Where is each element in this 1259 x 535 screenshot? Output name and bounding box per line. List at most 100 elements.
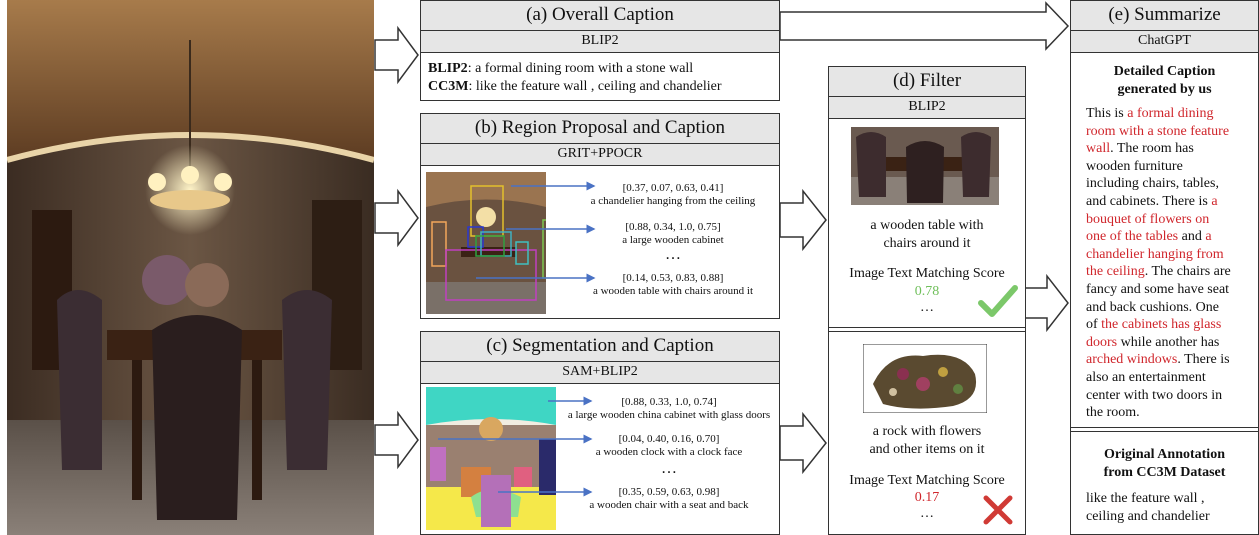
caption-line: the ceiling. The chairs are	[1086, 263, 1254, 281]
heading-line: from CC3M Dataset	[1103, 465, 1226, 480]
caption-text: including chairs, tables,	[1086, 176, 1219, 192]
filter-caption-line: chairs around it	[883, 236, 971, 251]
region-item-1: [0.37, 0.07, 0.63, 0.41] a chandelier ha…	[578, 182, 768, 208]
segment-pointer-arrows	[438, 396, 593, 497]
filter-caption-accepted: a wooden table with chairs around it	[830, 217, 1024, 253]
detailed-caption-heading: Detailed Caption generated by us	[1072, 63, 1257, 99]
caption-text: fancy and some have seat	[1086, 281, 1230, 297]
caption-text: and	[1178, 229, 1206, 245]
heading-line: Original Annotation	[1104, 447, 1225, 462]
caption-line: also an entertainment	[1086, 369, 1254, 387]
caption-line: fancy and some have seat	[1086, 281, 1254, 299]
cc3m-label: CC3M	[428, 79, 469, 94]
caption-text: and back cushions. One	[1086, 299, 1219, 315]
caption-line: including chairs, tables,	[1086, 175, 1254, 193]
segmentation-thumbnail	[426, 387, 556, 530]
caption-line: bouquet of flowers on	[1086, 211, 1254, 229]
region-bbox: [0.37, 0.07, 0.63, 0.41]	[622, 182, 724, 194]
segment-item-1: [0.88, 0.33, 1.0, 0.74] a large wooden c…	[560, 396, 778, 422]
heading-line: generated by us	[1117, 82, 1212, 97]
itm-score-accepted: 0.78	[914, 284, 940, 299]
highlighted-phrase: wall	[1086, 141, 1111, 157]
cc3m-caption: : like the feature wall , ceiling and ch…	[468, 79, 722, 94]
highlighted-phrase: bouquet of flowers on	[1086, 211, 1210, 227]
segment-bbox: [0.35, 0.59, 0.63, 0.98]	[618, 486, 720, 498]
caption-line: and back cushions. One	[1086, 299, 1254, 317]
region-ellipsis: …	[665, 246, 681, 263]
segment-bbox: [0.88, 0.33, 1.0, 0.74]	[621, 396, 717, 408]
segment-caption: a wooden clock with a clock face	[595, 446, 743, 458]
caption-text: while another has	[1117, 334, 1220, 350]
dining-room-photo	[7, 0, 374, 535]
caption-line: and cabinets. There is a	[1086, 193, 1254, 211]
original-annotation-heading: Original Annotation from CC3M Dataset	[1072, 446, 1257, 482]
highlighted-phrase: a	[1205, 229, 1212, 245]
caption-line: the room.	[1086, 404, 1254, 422]
arrow-photo-to-c	[374, 410, 419, 470]
caption-line: chandelier hanging from	[1086, 246, 1254, 264]
caption-text: the room.	[1086, 405, 1140, 421]
original-line: ceiling and chandelier	[1086, 509, 1210, 524]
highlighted-phrase: chandelier hanging from	[1086, 246, 1224, 262]
caption-line: room with a stone feature	[1086, 123, 1254, 141]
cross-icon	[983, 495, 1013, 525]
panel-c-model: SAM+BLIP2	[421, 362, 779, 384]
arrow-photo-to-b	[374, 188, 419, 248]
caption-text: also an entertainment	[1086, 369, 1206, 385]
caption-line: wooden furniture	[1086, 158, 1254, 176]
highlighted-phrase: arched windows	[1086, 352, 1178, 368]
region-item-3: [0.14, 0.53, 0.83, 0.88] a wooden table …	[578, 272, 768, 298]
highlighted-phrase: doors	[1086, 334, 1118, 350]
region-bbox: [0.88, 0.34, 1.0, 0.75]	[625, 221, 721, 233]
accepted-ellipsis: …	[920, 300, 934, 315]
arrow-a-to-e	[779, 1, 1070, 51]
caption-line: one of the tables and a	[1086, 228, 1254, 246]
caption-text: center with two doors in	[1086, 387, 1223, 403]
itm-score-rejected: 0.17	[914, 490, 940, 505]
caption-text: This is	[1086, 106, 1128, 121]
highlighted-phrase: one of the tables	[1086, 229, 1179, 245]
caption-text: wooden furniture	[1086, 158, 1183, 174]
summary-divider	[1070, 427, 1259, 432]
panel-a-title: (a) Overall Caption	[421, 1, 779, 31]
arrow-c-to-d	[779, 411, 827, 475]
panel-d-title: (d) Filter	[829, 67, 1025, 97]
caption-text: . The chairs are	[1144, 264, 1231, 280]
caption-line: center with two doors in	[1086, 387, 1254, 405]
itm-score-label-accepted: Image Text Matching Score	[849, 266, 1005, 281]
filter-caption-line: and other items on it	[869, 442, 985, 457]
region-proposal-thumbnail	[426, 172, 546, 314]
itm-score-label-rejected: Image Text Matching Score	[849, 473, 1005, 488]
highlighted-phrase: room with a stone feature	[1086, 123, 1230, 139]
region-item-2: [0.88, 0.34, 1.0, 0.75] a large wooden c…	[578, 221, 768, 247]
panel-b-model: GRIT+PPOCR	[421, 144, 779, 166]
original-annotation-text: like the feature wall , ceiling and chan…	[1086, 490, 1254, 526]
table-crop-image	[851, 127, 999, 205]
highlighted-phrase: the ceiling	[1086, 264, 1145, 280]
caption-line: arched windows. There is	[1086, 351, 1254, 369]
filter-caption-line: a wooden table with	[870, 218, 984, 233]
caption-line: of the cabinets has glass	[1086, 316, 1254, 334]
caption-text: of	[1086, 317, 1102, 333]
highlighted-phrase: a	[1211, 193, 1218, 209]
panel-summarize: (e) Summarize ChatGPT	[1070, 0, 1259, 535]
arrow-photo-to-a	[374, 25, 419, 85]
filter-caption-rejected: a rock with flowers and other items on i…	[830, 423, 1024, 459]
blip2-label: BLIP2	[428, 61, 468, 76]
caption-text: . There is	[1177, 352, 1230, 368]
caption-line: wall. The room has	[1086, 140, 1254, 158]
panel-e-title: (e) Summarize	[1071, 1, 1258, 31]
heading-line: Detailed Caption	[1113, 64, 1216, 79]
segment-ellipsis: …	[661, 460, 677, 477]
filter-caption-line: a rock with flowers	[872, 424, 982, 439]
panel-b-title: (b) Region Proposal and Caption	[421, 114, 779, 144]
panel-a-model: BLIP2	[421, 31, 779, 53]
region-caption: a chandelier hanging from the ceiling	[590, 195, 756, 207]
original-line: like the feature wall ,	[1086, 491, 1205, 506]
rejected-ellipsis: …	[920, 506, 934, 521]
panel-e-model: ChatGPT	[1071, 31, 1258, 53]
segment-caption: a wooden chair with a seat and back	[589, 499, 749, 511]
segment-item-3: [0.35, 0.59, 0.63, 0.98] a wooden chair …	[560, 486, 778, 512]
panel-c-title: (c) Segmentation and Caption	[421, 332, 779, 362]
